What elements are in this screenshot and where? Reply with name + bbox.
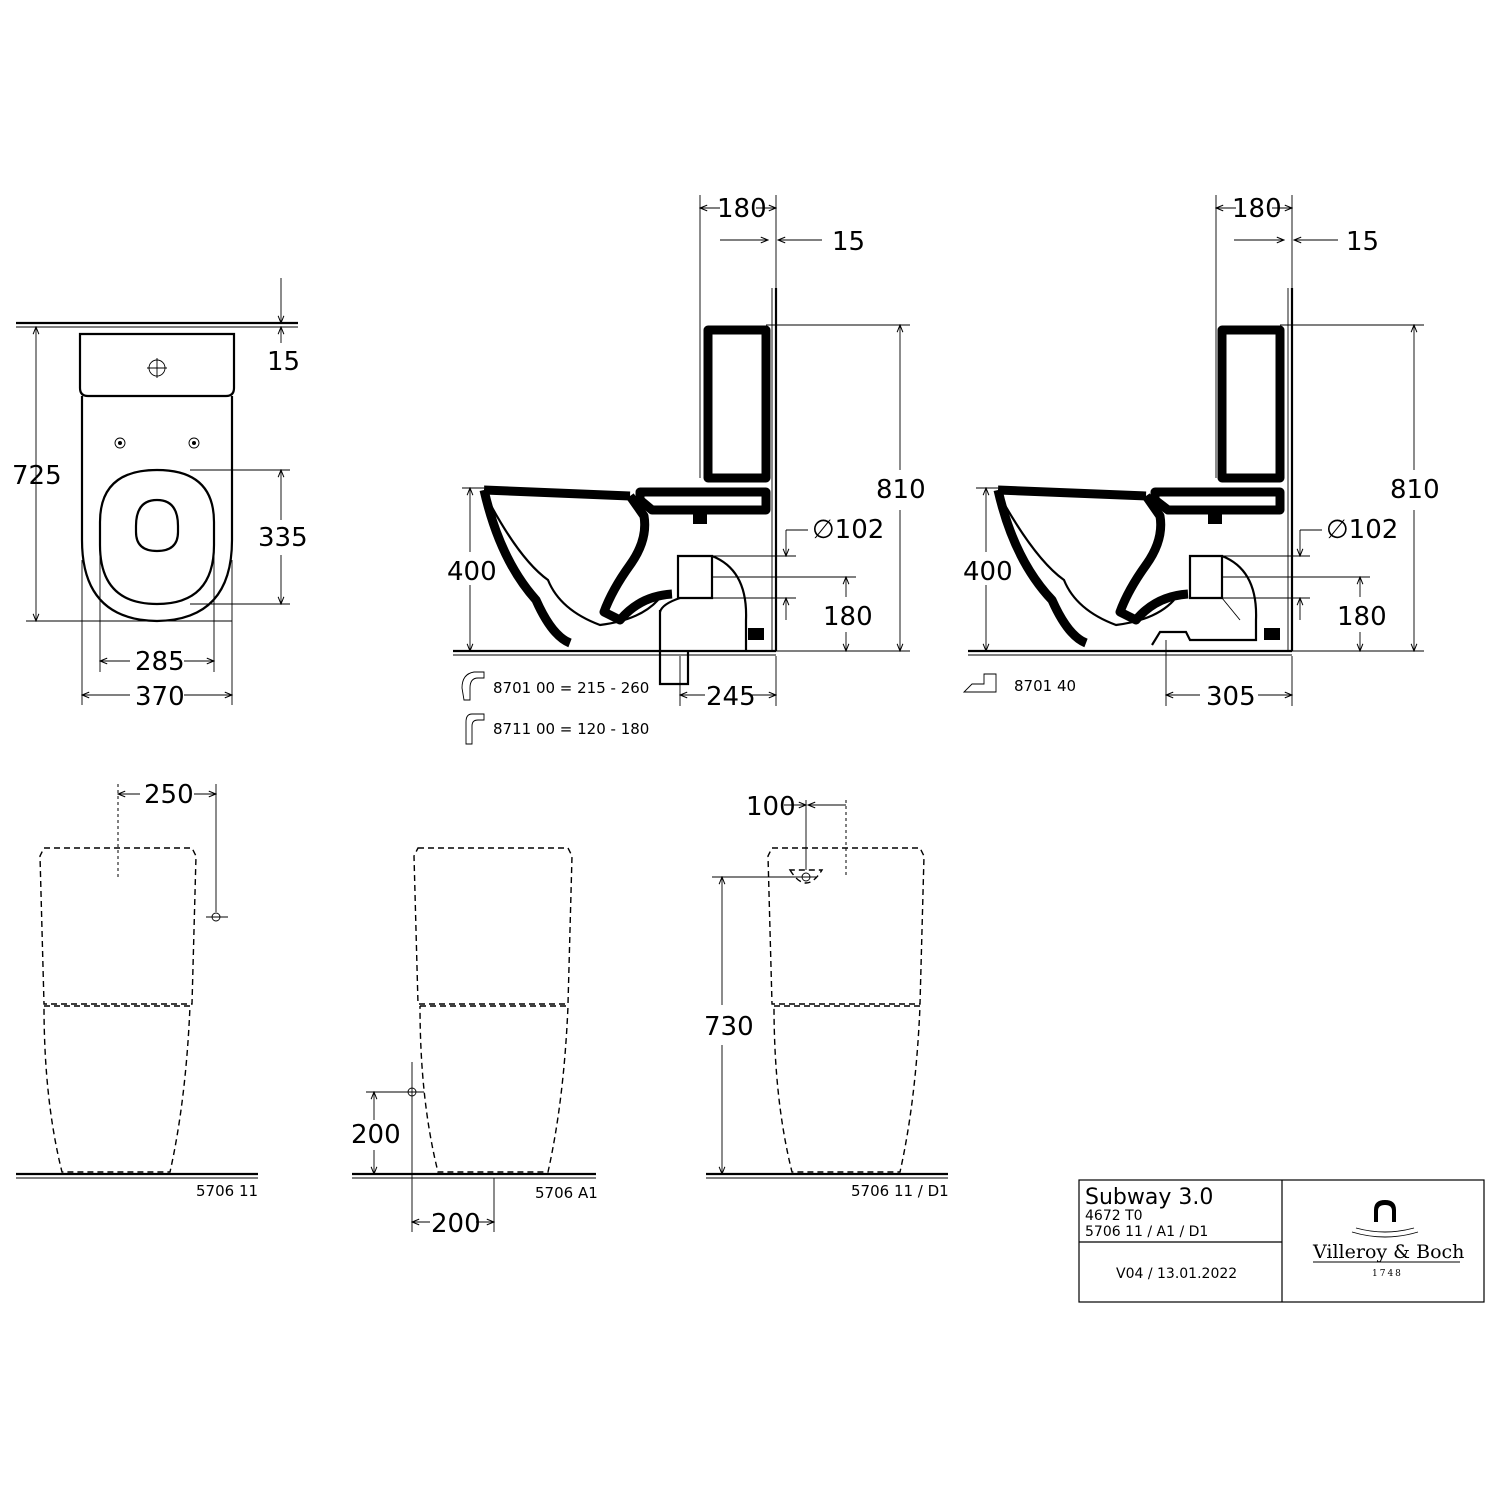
product-name: Subway 3.0 xyxy=(1085,1185,1213,1210)
product-code: 4672 T0 xyxy=(1085,1208,1143,1224)
dim-back1-250: 250 xyxy=(144,780,194,810)
connector-icon xyxy=(962,673,997,693)
view-code-5706-11-D1: 5706 11 / D1 xyxy=(851,1182,949,1200)
back-view-5706-11: 250 5706 11 xyxy=(16,780,258,1200)
hinge-hole-right xyxy=(188,437,200,449)
dim-back3-730: 730 xyxy=(704,1012,754,1042)
dim-b-102: ∅102 xyxy=(1326,515,1398,545)
dim-a-180b: 180 xyxy=(823,602,873,632)
accessory-8701-40: 8701 40 xyxy=(1014,677,1076,695)
dim-back2-200h: 200 xyxy=(431,1209,481,1239)
back-view-5706-A1: 200 200 5706 A1 xyxy=(351,847,598,1239)
dim-top-285: 285 xyxy=(135,647,185,677)
top-view: 15 725 335 285 370 xyxy=(12,278,308,712)
accessory-8711-00: 8711 00 = 120 - 180 xyxy=(493,720,649,738)
dim-a-102: ∅102 xyxy=(812,515,884,545)
faucet-icon xyxy=(1374,1200,1396,1222)
dim-b-305: 305 xyxy=(1206,682,1256,712)
article-codes: 5706 11 / A1 / D1 xyxy=(1085,1224,1208,1240)
title-block: Subway 3.0 4672 T0 5706 11 / A1 / D1 V04… xyxy=(1078,1179,1485,1303)
dim-b-400: 400 xyxy=(963,557,1013,587)
supply-point-icon xyxy=(402,1062,424,1232)
accessory-8701-00: 8701 00 = 215 - 260 xyxy=(493,679,649,697)
accessory-list-b: 8701 40 xyxy=(962,673,1076,695)
dim-a-180: 180 xyxy=(717,194,767,224)
dim-back3-100: 100 xyxy=(746,792,796,822)
dim-top-370: 370 xyxy=(135,682,185,712)
version-date: V04 / 13.01.2022 xyxy=(1116,1266,1237,1282)
dim-top-725: 725 xyxy=(12,461,62,491)
dim-back2-200v: 200 xyxy=(351,1120,401,1150)
connector-icon xyxy=(461,671,485,701)
back-view-5706-11-D1: 100 730 5706 11 / D1 xyxy=(704,792,949,1200)
dim-a-245: 245 xyxy=(706,682,756,712)
brand-logo: Villeroy & Boch 1748 xyxy=(1312,1200,1464,1279)
dim-top-335: 335 xyxy=(258,523,308,553)
dim-a-15: 15 xyxy=(832,227,865,257)
accessory-list-a: 8701 00 = 215 - 260 8711 00 = 120 - 180 xyxy=(461,671,649,745)
hinge-hole-left xyxy=(114,437,126,449)
brand-name: Villeroy & Boch xyxy=(1312,1241,1464,1263)
dim-a-810: 810 xyxy=(876,475,926,505)
view-code-5706-A1: 5706 A1 xyxy=(535,1184,598,1202)
connector-icon xyxy=(465,713,485,745)
view-code-5706-11: 5706 11 xyxy=(196,1182,258,1200)
dim-b-180b: 180 xyxy=(1337,602,1387,632)
dim-b-180: 180 xyxy=(1232,194,1282,224)
dim-b-810: 810 xyxy=(1390,475,1440,505)
dim-a-400: 400 xyxy=(447,557,497,587)
side-view-horizontal-outlet: 180 15 810 400 ∅102 180 245 xyxy=(447,194,926,712)
supply-point-icon xyxy=(206,912,228,922)
dim-b-15: 15 xyxy=(1346,227,1379,257)
brand-year: 1748 xyxy=(1372,1269,1403,1279)
supply-point-icon xyxy=(788,869,824,884)
side-view-vertical-outlet: 180 15 810 400 ∅102 180 305 xyxy=(963,194,1440,712)
dim-top-15: 15 xyxy=(267,347,300,377)
